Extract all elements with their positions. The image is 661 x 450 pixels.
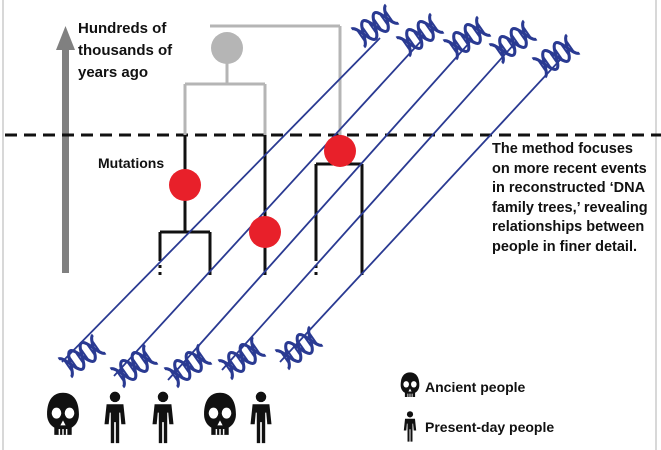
dna-icon bbox=[273, 325, 325, 371]
time-arrow-icon bbox=[56, 26, 75, 273]
mutation-marker bbox=[324, 135, 356, 167]
description-line: family trees,’ revealing bbox=[492, 199, 648, 216]
common-ancestor-node bbox=[211, 32, 243, 64]
time-axis-label: Hundreds of thousands of years ago bbox=[78, 18, 218, 84]
skull-icon bbox=[46, 392, 80, 436]
person-icon bbox=[250, 391, 272, 444]
legend-person-icon bbox=[403, 411, 417, 442]
time-axis-label-line: thousands of bbox=[78, 42, 173, 59]
description-line: on more recent events bbox=[492, 160, 647, 177]
legend-present-day-people-label: Present-day people bbox=[425, 419, 555, 435]
dna-icon bbox=[162, 343, 214, 389]
dna-icon bbox=[349, 3, 401, 49]
dna-icon bbox=[216, 335, 268, 381]
description-line: people in finer detail. bbox=[492, 238, 638, 255]
legend-skull-icon bbox=[400, 371, 420, 398]
mutation-marker bbox=[249, 216, 281, 248]
mutation-marker bbox=[169, 169, 201, 201]
dna-icon bbox=[441, 15, 493, 61]
dna-icon bbox=[530, 33, 582, 79]
dna-icon bbox=[487, 19, 539, 65]
description-line: The method focuses bbox=[492, 141, 633, 157]
dna-icon bbox=[394, 12, 446, 58]
method-description: The method focuses on more recent events… bbox=[492, 140, 661, 258]
description-line: in reconstructed ‘DNA bbox=[492, 180, 646, 197]
dna-icon bbox=[56, 333, 108, 379]
skull-icon bbox=[203, 392, 237, 436]
ancestral-tree-grey bbox=[183, 24, 342, 135]
description-line: relationships between bbox=[492, 219, 645, 236]
person-icon bbox=[104, 391, 126, 444]
legend-ancient-people-label: Ancient people bbox=[425, 379, 526, 395]
person-icon bbox=[152, 391, 174, 444]
genome-strands bbox=[61, 37, 561, 381]
ancient-lineage-dotted bbox=[158, 258, 318, 278]
dna-icon bbox=[108, 343, 160, 389]
mutations-label: Mutations bbox=[98, 155, 165, 171]
time-axis-label-line: Hundreds of bbox=[78, 20, 167, 37]
time-axis-label-line: years ago bbox=[78, 64, 149, 81]
